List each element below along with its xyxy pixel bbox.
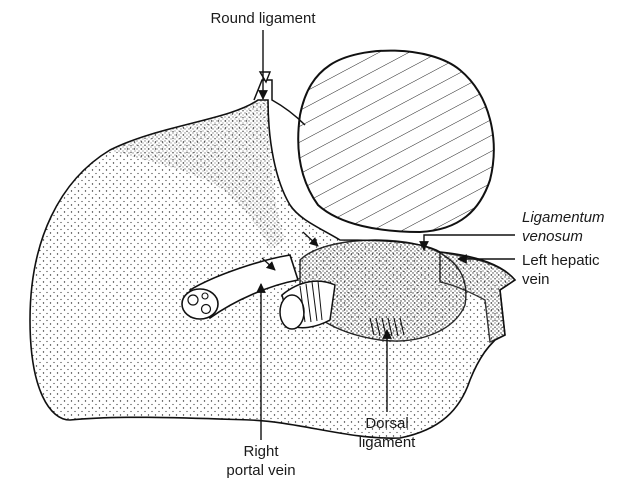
label-right-portal-vein-1: Right [243,443,279,460]
vessel-lumen-2 [202,305,211,314]
label-left-hepatic-vein-1: Left hepatic [522,252,600,269]
label-left-hepatic-vein-2: vein [522,271,550,288]
label-dorsal-ligament-2: ligament [359,434,417,451]
vessel-lumen-1 [188,295,198,305]
right-portal-vein-end [182,289,218,319]
label-ligamentum-venosum-1: Ligamentum [522,209,605,226]
hatched-cut-surface [298,51,494,232]
portal-vein-branch-end [280,295,304,329]
label-dorsal-ligament-1: Dorsal [365,415,408,432]
vessel-lumen-3 [202,293,208,299]
leader-ligamentum-venosum [424,235,515,250]
label-round-ligament: Round ligament [210,10,316,27]
label-right-portal-vein-2: portal vein [226,462,295,479]
label-ligamentum-venosum-2: venosum [522,228,583,245]
